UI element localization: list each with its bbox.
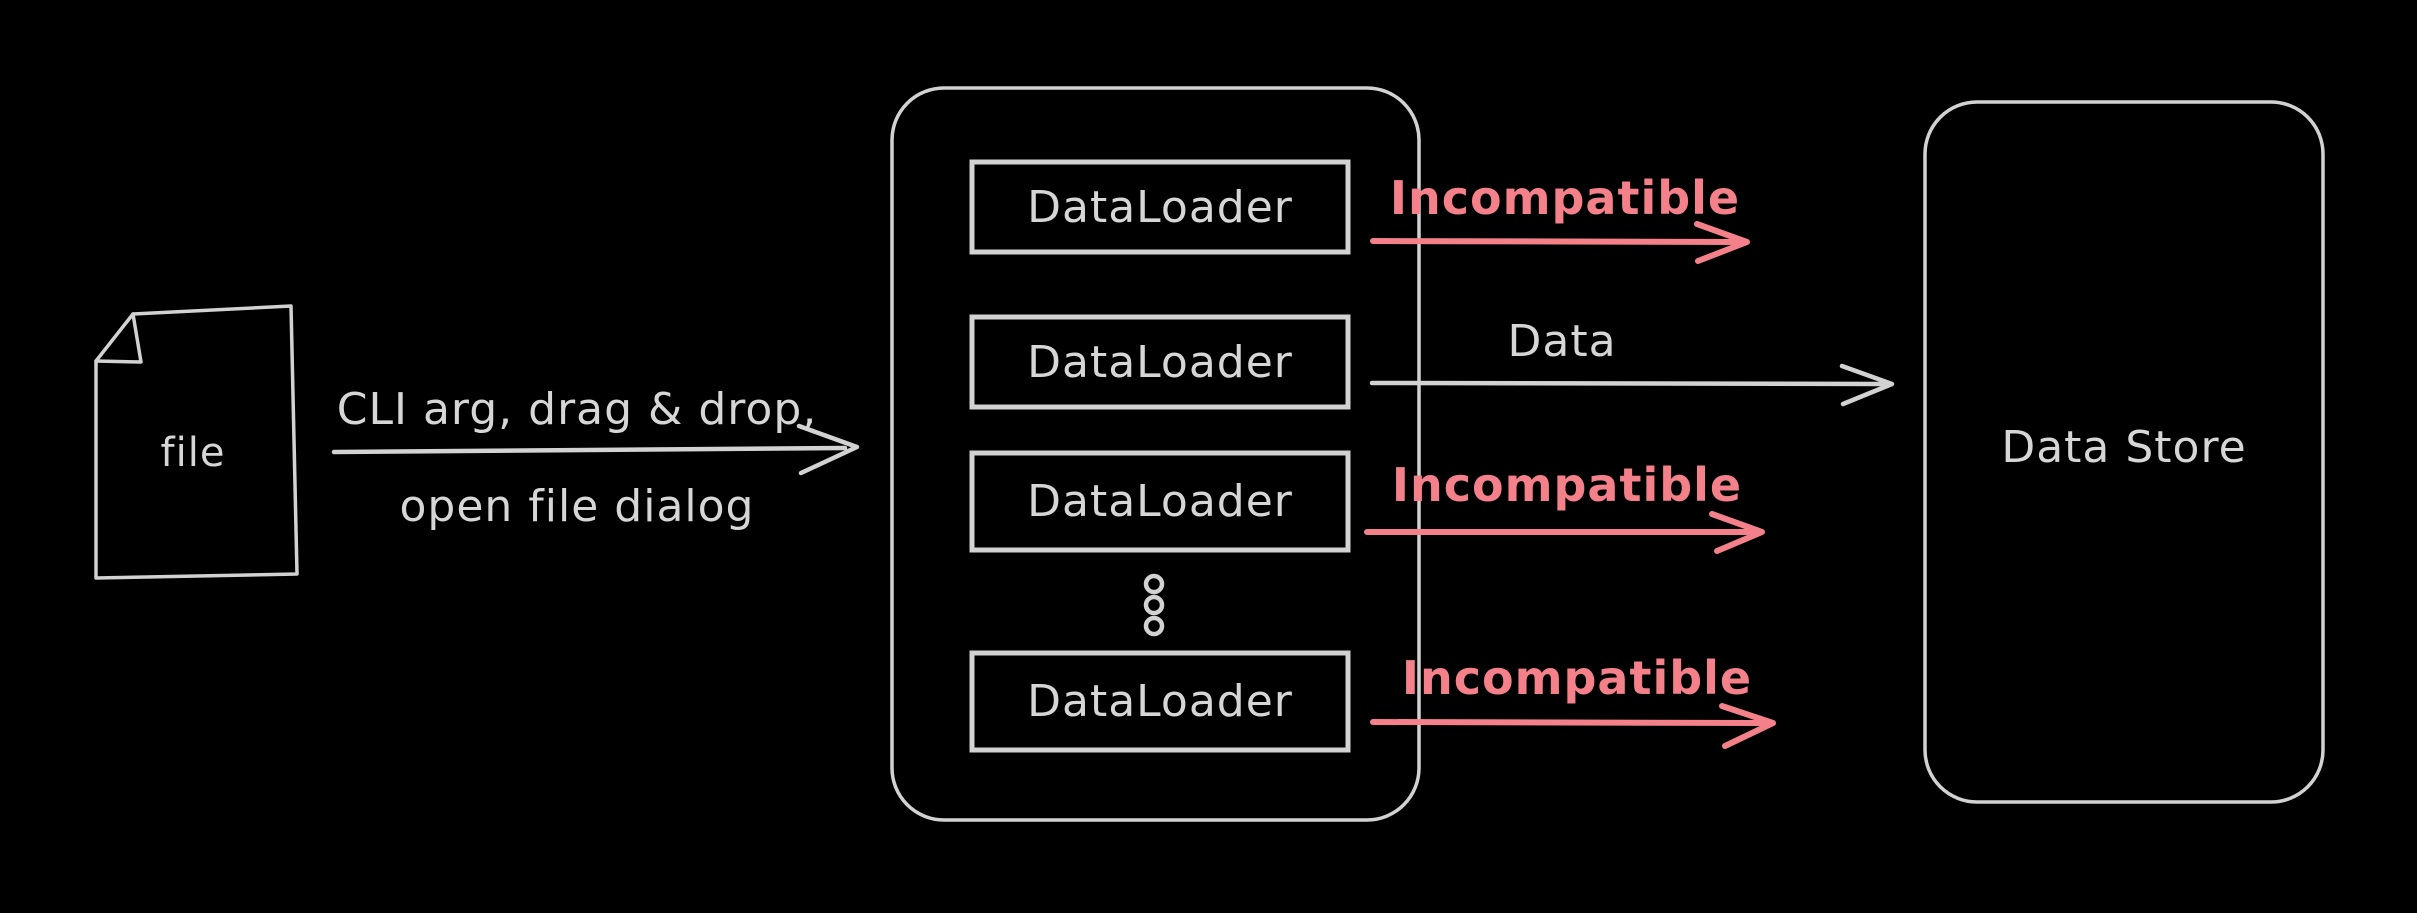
dataloader-box — [969, 314, 1351, 410]
file-icon — [94, 304, 299, 580]
dataloader-box-4: DataLoader — [969, 650, 1351, 753]
input-arrow-head — [796, 423, 860, 476]
dataloader-label: DataLoader — [1027, 676, 1293, 727]
incompatible-label: Incompatible — [1392, 458, 1742, 512]
ellipsis-dot — [1143, 573, 1165, 595]
incompatible-label: Incompatible — [1390, 171, 1740, 225]
input-arrow-label-line1: CLI arg, drag & drop, — [337, 384, 817, 435]
dataloader-label: DataLoader — [1027, 182, 1293, 233]
incompatible-arrow-line — [1370, 719, 1769, 726]
data-store-box — [1923, 100, 2325, 804]
incompatible-arrow-line — [1370, 238, 1743, 245]
dataloader-box-2: DataLoader — [969, 314, 1351, 410]
data-label: Data — [1507, 316, 1616, 367]
loader-stack: DataLoader DataLoader DataLoader D — [890, 86, 1421, 822]
ellipsis-dots — [1143, 573, 1165, 637]
ellipsis-dot — [1143, 594, 1165, 616]
flow-data: Data — [1369, 316, 1895, 407]
dataloader-box — [969, 450, 1351, 553]
dataloader-box — [969, 650, 1351, 753]
file-icon-fold — [94, 312, 143, 364]
dataloader-box — [969, 159, 1351, 255]
data-arrow-head — [1839, 363, 1895, 407]
input-arrow-label-line2: open file dialog — [400, 481, 755, 532]
input-arrow-line — [331, 445, 848, 455]
input-arrow: CLI arg, drag & drop, open file dialog — [331, 384, 860, 532]
incompatible-arrow-head — [1694, 221, 1750, 264]
file-label: file — [161, 430, 226, 476]
ellipsis-dot — [1143, 615, 1165, 637]
flow-incompatible-3: Incompatible — [1370, 651, 1776, 749]
data-store-label: Data Store — [2001, 422, 2246, 473]
incompatible-arrow-head — [1719, 703, 1776, 749]
data-arrow-line — [1369, 380, 1888, 387]
dataloader-label: DataLoader — [1027, 337, 1293, 388]
flow-incompatible-2: Incompatible — [1364, 458, 1765, 554]
file-node: file — [94, 304, 299, 580]
dataloader-box-1: DataLoader — [969, 159, 1351, 255]
dataloader-box-3: DataLoader — [969, 450, 1351, 553]
data-store-node: Data Store — [1923, 100, 2325, 804]
loader-stack-container — [890, 86, 1421, 822]
flow-incompatible-1: Incompatible — [1370, 171, 1750, 264]
incompatible-label: Incompatible — [1402, 651, 1752, 705]
incompatible-arrow-head — [1709, 511, 1765, 554]
dataloader-label: DataLoader — [1027, 476, 1293, 527]
